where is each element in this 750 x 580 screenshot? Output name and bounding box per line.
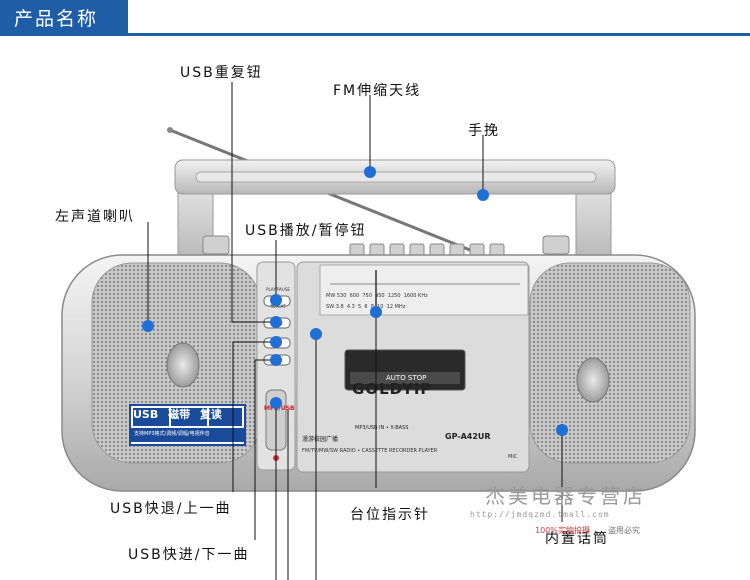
usb-play-pause-label: USB播放/暂停钮 [245,223,367,239]
watermark-name: 杰美电器专营店 [485,484,646,508]
product-photo: GOLDYIP AUTO STOP GP-A42UR FM/TV/MW/SW R… [0,36,750,580]
repeat-label: REPEAT [270,304,286,309]
watermark-slogan2: 盗用必究 [608,526,640,535]
dial-sw-scale: SW 3.8 4.3 5 6 8 10 12 MHz [326,304,406,310]
tuning-dial [319,264,529,316]
badge-usb: USB [133,408,159,421]
badge-features: 支持MP3格式/调频/调幅/电视伴音 [134,431,210,437]
dial-pointer-label: 台位指示针 [350,507,430,523]
badge-title: USB 磁带 复读 [133,406,222,422]
xbass-label: MP3/USB IN • X-BASS [355,425,409,431]
right-speaker-grill [529,262,691,464]
right-speaker-cone [576,357,610,403]
model-label: GP-A42UR [445,432,491,441]
fm-antenna-label: FM伸缩天线 [333,83,422,99]
ff-label: FF [275,336,281,341]
builtin-mic-label: 内置话筒 [545,531,609,547]
radio-illustration [61,127,696,492]
header-divider [0,33,750,36]
usb-repeat-label: USB重复钮 [180,65,263,81]
header-tab: 产品名称 [0,0,128,33]
dial-mw-scale: MW 530 600 750 950 1250 1600 KHz [326,293,428,299]
fm-antenna-rod [169,128,506,266]
brand-logo: GOLDYIP [352,380,433,398]
page-title: 产品名称 [14,8,99,30]
watermark-slogan: 100%实物拍摄 [535,526,590,535]
watermark-url: http://jmdqzmd.tmall.com [470,510,610,519]
left-speaker-label: 左声道喇叭 [55,209,135,225]
mic-label: MIC [508,454,518,460]
handle-label: 手挽 [468,123,500,139]
usb-rewind-label: USB快退/上一曲 [110,501,232,517]
badge-repeat: 复读 [199,408,222,421]
button-labels: PLAY/PAUSE REPEAT REW FF [260,287,296,341]
badge-tape: 磁带 [168,408,191,421]
rew-label: REW [273,321,283,326]
auto-stop-label: AUTO STOP [386,374,427,382]
carry-handle [174,159,616,261]
subtitle-label: FM/TV/MW/SW RADIO • CASSETTE RECORDER PL… [302,448,438,454]
play-pause-label: PLAY/PAUSE [266,287,290,292]
mp3-usb-label: MP3/USB [264,405,295,412]
left-speaker-cone [166,342,200,388]
campus-label: 漫游校园广播 [302,436,339,443]
usb-ff-label: USB快进/下一曲 [128,547,250,563]
header-bar: 产品名称 [0,0,750,36]
